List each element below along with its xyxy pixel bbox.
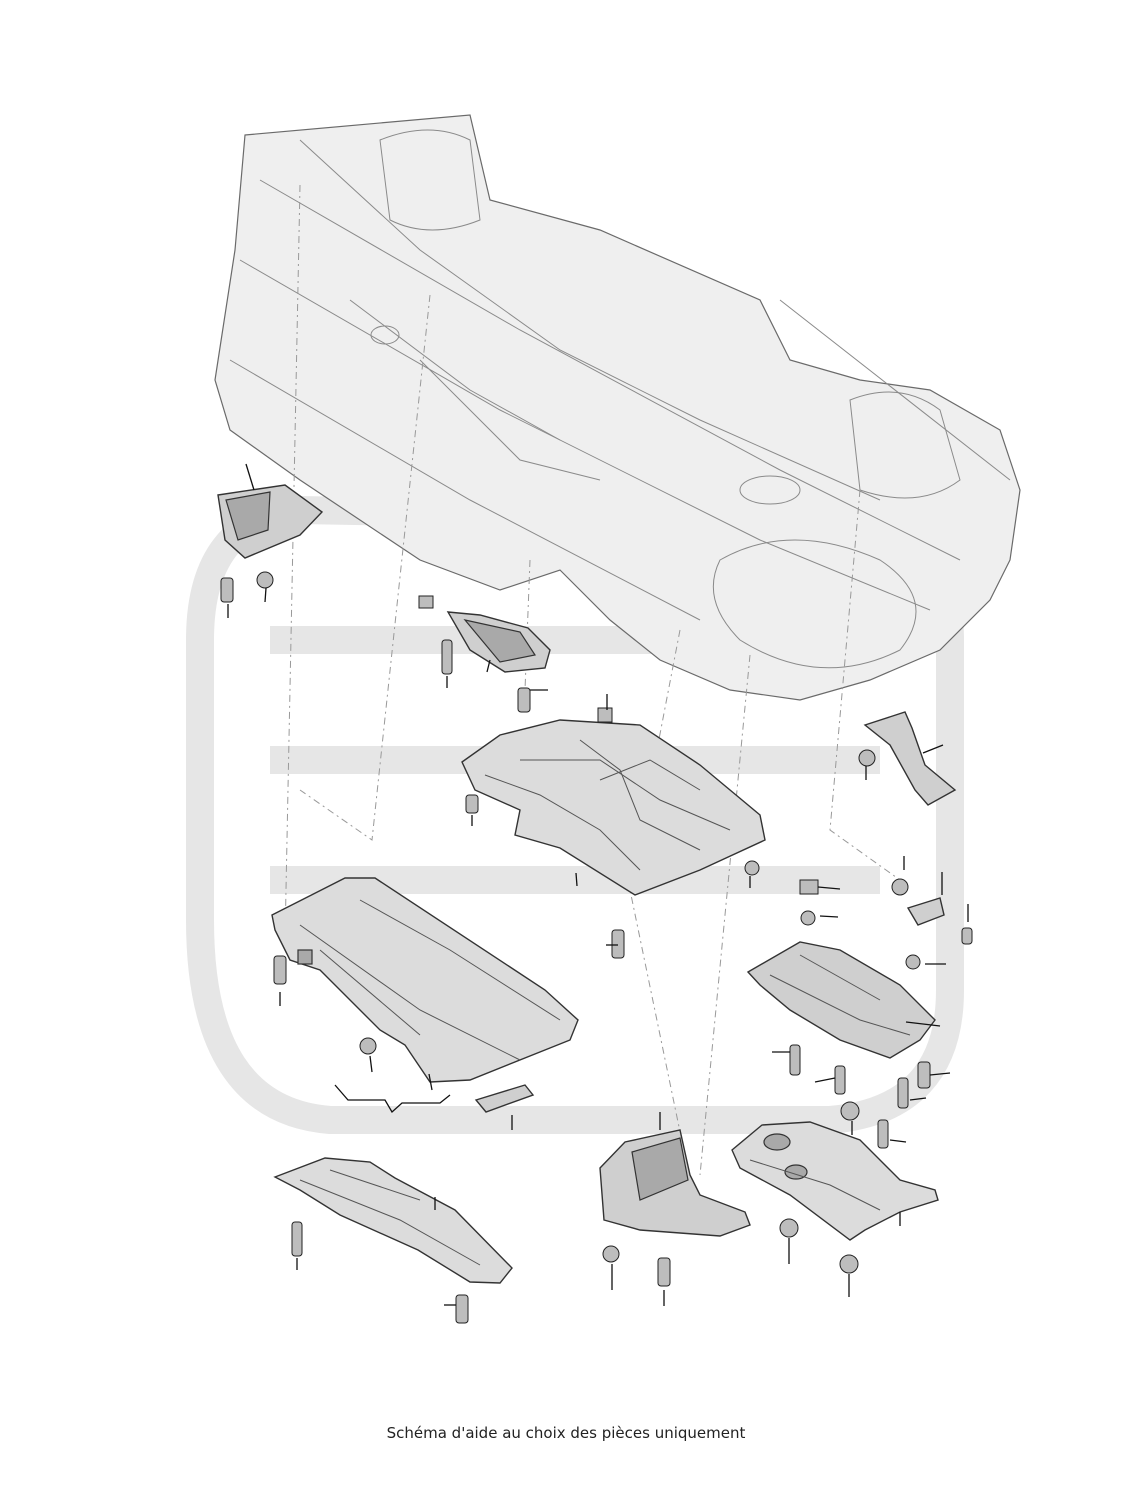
front-left-wheelhouse-shield [217, 463, 324, 618]
nut-fastener [905, 954, 946, 970]
clip-fastener [657, 1257, 671, 1306]
nut-fastener [779, 1218, 799, 1264]
nut-fastener [891, 856, 909, 896]
nut-fastener [840, 1101, 860, 1135]
clip-fastener [917, 1061, 951, 1089]
nut-fastener [800, 910, 839, 926]
right-mounting-bracket [858, 711, 957, 896]
assembly-guide-lines [284, 184, 901, 1181]
nut-fastener [839, 1254, 859, 1297]
vehicle-body-underside [214, 114, 1021, 701]
clip-fastener [273, 955, 287, 1006]
screw-fastener [961, 904, 973, 945]
screw-fastener [877, 1119, 907, 1149]
nut-fastener [858, 749, 876, 780]
clip-fastener [517, 687, 548, 713]
nut-fastener [359, 1037, 377, 1073]
clip-fastener [444, 1294, 469, 1324]
clip-fastener [220, 577, 234, 618]
screw-fastener [291, 1221, 303, 1270]
rear-left-wheelhouse-shield [599, 1112, 751, 1306]
left-rear-trim-strip [334, 1084, 535, 1130]
right-rear-underbody-panel [746, 872, 973, 1149]
clip-fastener [606, 929, 625, 959]
screw-fastener [441, 639, 453, 688]
nut-fastener [602, 1245, 620, 1290]
screw-fastener [465, 794, 479, 826]
diagram-caption: Schéma d'aide au choix des pièces unique… [386, 1424, 746, 1442]
screw-fastener [772, 1044, 801, 1076]
left-side-sill-panel [273, 1157, 513, 1324]
left-underbody-panel [271, 877, 579, 1091]
center-small-bracket-plate [418, 595, 551, 713]
nut-fastener [744, 860, 760, 888]
rear-right-underbody-shield [731, 1121, 939, 1297]
nut-fastener [256, 571, 274, 603]
screw-fastener [814, 1065, 846, 1095]
screw-fastener [897, 1077, 927, 1109]
center-underbody-panel [461, 694, 766, 959]
